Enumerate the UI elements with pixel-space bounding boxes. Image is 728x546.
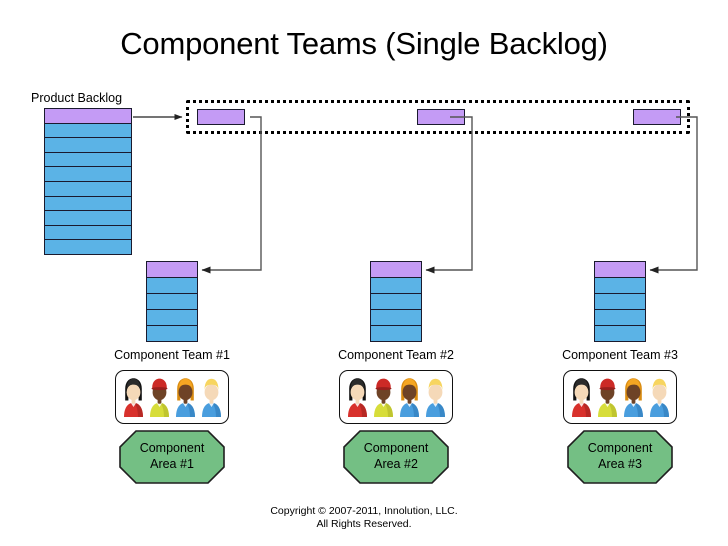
component-area-shape[interactable]: Component Area #1 — [119, 430, 225, 484]
team-backlog-stack-2[interactable] — [370, 261, 422, 342]
team-name-label: Component Team #2 — [338, 348, 454, 362]
product-backlog-item-row[interactable] — [44, 224, 132, 241]
product-backlog-item-row[interactable] — [44, 166, 132, 182]
copyright-line-1: Copyright © 2007-2011, Innolution, LLC. — [270, 505, 458, 517]
product-backlog-item-row[interactable] — [44, 180, 132, 197]
team-backlog-item-row[interactable] — [370, 277, 422, 294]
team-backlog-item-row[interactable] — [146, 277, 198, 294]
person-icon — [595, 376, 620, 418]
connector-sprint3-to-team3 — [649, 116, 698, 274]
component-area-line2: Area #3 — [598, 457, 642, 471]
product-backlog-label: Product Backlog — [31, 91, 123, 105]
team-backlog-item-row[interactable] — [370, 261, 422, 278]
person-icon — [345, 376, 370, 418]
person-icon — [121, 376, 146, 418]
team-backlog-item-row[interactable] — [146, 293, 198, 310]
page-title: Component Teams (Single Backlog) — [120, 26, 608, 61]
component-area-label: Component Area #2 — [343, 440, 449, 472]
component-area-line2: Area #2 — [374, 457, 418, 471]
component-area-line1: Component — [587, 441, 653, 455]
product-backlog-item-row[interactable] — [44, 151, 132, 168]
component-area-shape[interactable]: Component Area #3 — [567, 430, 673, 484]
team-backlog-item-row[interactable] — [146, 309, 198, 326]
team-backlog-item-row[interactable] — [594, 293, 646, 310]
product-backlog-item-row[interactable] — [44, 239, 132, 255]
product-backlog-item-row[interactable] — [44, 122, 132, 139]
person-icon — [647, 376, 672, 418]
person-icon — [371, 376, 396, 418]
person-icon — [569, 376, 594, 418]
team-backlog-item-row[interactable] — [146, 325, 198, 342]
team-backlog-item-row[interactable] — [594, 325, 646, 342]
product-backlog-item-row[interactable] — [44, 108, 132, 124]
connector-sprint2-to-team2 — [425, 116, 473, 274]
product-backlog-item-row[interactable] — [44, 137, 132, 153]
copyright-notice: Copyright © 2007-2011, Innolution, LLC. … — [0, 505, 728, 531]
person-icon — [173, 376, 198, 418]
sprint-item-1[interactable] — [197, 109, 245, 125]
sprint-backlog-container[interactable] — [186, 100, 690, 134]
team-members-card[interactable] — [339, 370, 453, 424]
product-backlog-stack[interactable] — [44, 108, 132, 255]
person-icon — [423, 376, 448, 418]
team-name-label: Component Team #3 — [562, 348, 678, 362]
team-backlog-item-row[interactable] — [370, 309, 422, 326]
team-name-label: Component Team #1 — [114, 348, 230, 362]
team-backlog-item-row[interactable] — [594, 261, 646, 278]
component-area-shape[interactable]: Component Area #2 — [343, 430, 449, 484]
component-area-label: Component Area #3 — [567, 440, 673, 472]
team-backlog-item-row[interactable] — [370, 293, 422, 310]
team-backlog-item-row[interactable] — [594, 309, 646, 326]
copyright-line-2: All Rights Reserved. — [316, 518, 412, 530]
team-backlog-item-row[interactable] — [146, 261, 198, 278]
team-backlog-item-row[interactable] — [370, 325, 422, 342]
sprint-item-2[interactable] — [417, 109, 465, 125]
team-backlog-stack-3[interactable] — [594, 261, 646, 342]
person-icon — [199, 376, 224, 418]
component-area-line1: Component — [363, 441, 429, 455]
component-area-line2: Area #1 — [150, 457, 194, 471]
person-icon — [147, 376, 172, 418]
octagon-icon — [119, 430, 225, 484]
team-backlog-item-row[interactable] — [594, 277, 646, 294]
product-backlog-item-row[interactable] — [44, 210, 132, 226]
product-backlog-item-row[interactable] — [44, 195, 132, 212]
team-backlog-stack-1[interactable] — [146, 261, 198, 342]
sprint-item-3[interactable] — [633, 109, 681, 125]
team-members-card[interactable] — [115, 370, 229, 424]
octagon-icon — [567, 430, 673, 484]
component-area-line1: Component — [139, 441, 205, 455]
component-area-label: Component Area #1 — [119, 440, 225, 472]
person-icon — [621, 376, 646, 418]
octagon-icon — [343, 430, 449, 484]
connector-sprint1-to-team1 — [201, 116, 262, 274]
team-members-card[interactable] — [563, 370, 677, 424]
person-icon — [397, 376, 422, 418]
